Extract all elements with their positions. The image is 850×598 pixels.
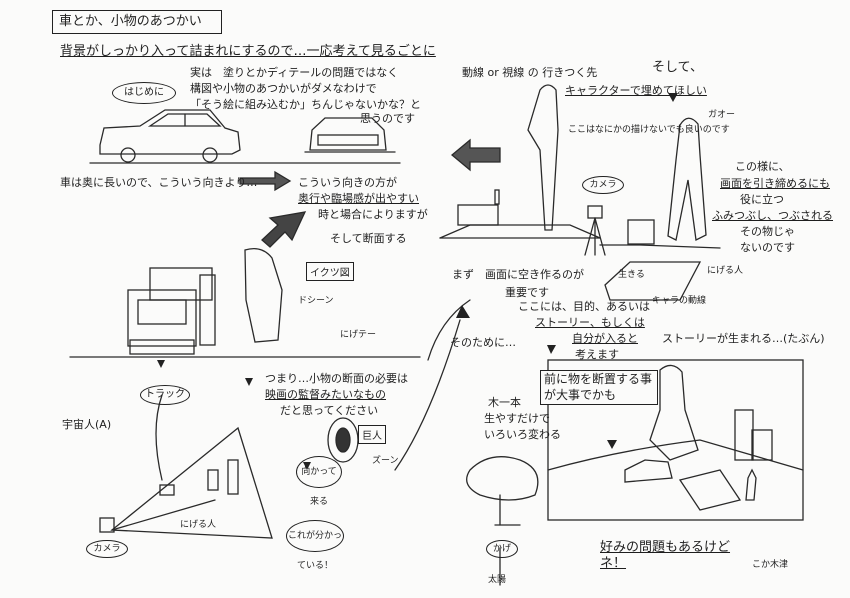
kyara-label: キャラの動線 (652, 296, 707, 306)
camera-diagram (99, 426, 273, 539)
woman-figure-left (527, 84, 559, 231)
truck-label: トラック (140, 385, 190, 405)
gamen-hiki: 画面を引き締めるにも (720, 177, 830, 190)
gao-label: ガオー (708, 110, 736, 120)
car-note: 車は奥に長いので、こういう向きより… (60, 176, 258, 189)
story-note: ストーリー、もしくは (535, 316, 645, 329)
zuun-label: ズーン (372, 456, 399, 466)
mazu-note: まず 画面に空き作るのが (452, 268, 584, 281)
story-umareru: ストーリーが生まれる…(たぶん) (662, 332, 825, 345)
sono-tame-note: そのために… (450, 336, 516, 349)
car-note-4: 時と場合によりますが (318, 208, 428, 221)
sedan-front-view (304, 117, 396, 153)
tennuno: その物じゃ (740, 225, 795, 238)
jibun-note: 自分が入ると (572, 332, 638, 345)
fumitsubusu: ふみつぶし、つぶされる (712, 209, 833, 222)
koko-note: ここはなにかの描けないでも良いのです (568, 125, 730, 135)
boxed-note: 前に物を断置する事が大事でかも (540, 370, 658, 406)
mukatte-label: 向かって来る (296, 456, 342, 507)
taiyou-label: 太陽 (488, 575, 507, 585)
top-note-1: 動線 or 視線 の 行きつく先 (462, 66, 598, 79)
kangae-note: 考えます (575, 348, 619, 361)
tree-sketch (466, 456, 539, 526)
soshite-label: そして、 (652, 60, 703, 75)
konomi-note: 好みの問題もあるけどネ！ (600, 540, 731, 572)
page-title: 車とか、小物のあつかい (52, 10, 222, 34)
haeteiru-note: 生やすだけで (484, 412, 550, 425)
doshiin-label: ドシーン (298, 296, 334, 306)
kamera-label-left: カメラ (86, 540, 128, 558)
eiga-note: 映画の監督みたいなもの (265, 388, 386, 401)
nigeru-label: にげテー (340, 330, 377, 340)
top-note-2: キャラクターで埋めてほしい (565, 84, 707, 97)
intro-line-3: 構図や小物のあつかいがダメなわけで (190, 82, 377, 95)
ikiru-label: 生きる (618, 270, 645, 280)
intro-line-5: 思うのです (360, 112, 415, 125)
car-note-2: こういう向きの方が (298, 176, 397, 189)
kyojin-label: 巨人 (358, 425, 386, 444)
sedan-side-view (99, 109, 241, 163)
hitotsu-note: 木一本 (488, 396, 521, 409)
iroiro-note: いろいろ変わる (484, 428, 561, 441)
ikutsu-zu-label: イクツ図 (306, 262, 354, 281)
intro-line-2: 実は 塗りとかディテールの問題ではなく (190, 66, 399, 79)
eiga-note-2: だと思ってください (280, 404, 379, 417)
tsumari-note: つまり…小物の断面の必要は (265, 372, 408, 385)
intro-line-1: 背景がしっかり入って詰まれにするので…一応考えて見るごとに (60, 44, 436, 59)
koko-ni-note: ここには、目的、あるいは (518, 300, 650, 313)
korega-label: これが分かっている！ (286, 520, 344, 571)
signature: こか木津 (752, 560, 789, 570)
nigeru-hito-label: にげる人 (180, 520, 217, 530)
kamera-label-right: カメラ (582, 176, 624, 194)
truck-front (127, 267, 216, 355)
car-note-3: 奥行や臨場感が出やすい (298, 192, 419, 205)
kage-label: かげ (486, 540, 518, 558)
intro-line-4: 「そう絵に組み込むか」ちんじゃないかな？と (190, 98, 421, 111)
kono-bamen: この様に、 (735, 160, 790, 173)
yaku-ni: 役に立つ (740, 193, 784, 206)
uchuu-label: 宇宙人(A) (62, 418, 112, 431)
juuyou-note: 重要です (505, 286, 549, 299)
hajimeni-label: はじめに (112, 82, 176, 104)
nigeru-label-right: にげる人 (707, 266, 744, 276)
soshite-dantei: そして断面する (330, 232, 407, 245)
nainode: ないのです (740, 241, 795, 254)
